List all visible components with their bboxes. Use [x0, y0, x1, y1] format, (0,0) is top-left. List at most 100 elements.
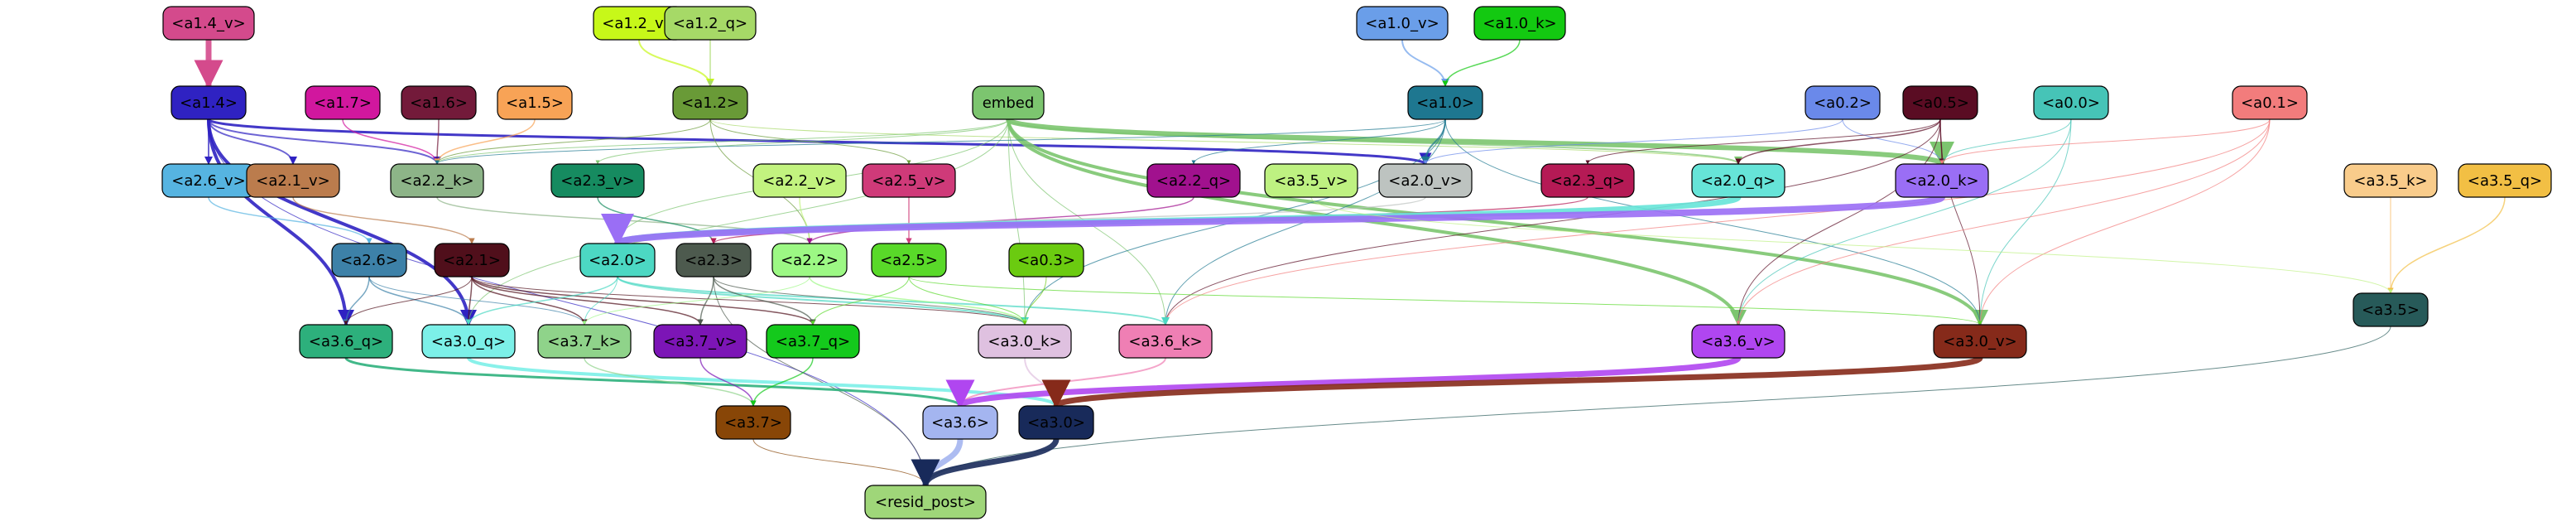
node-a2-2[interactable]: <a2.2> [771, 243, 848, 277]
node-a2-0-v[interactable]: <a2.0_v> [1378, 163, 1473, 198]
node-label: <a3.7_q> [776, 333, 850, 350]
edge-a2.6-to-a3.6_q [343, 276, 370, 326]
node-a2-3-q[interactable]: <a2.3_q> [1540, 163, 1635, 198]
node-label: <a0.5> [1911, 94, 1969, 112]
node-embed[interactable]: embed [972, 85, 1045, 120]
node-a2-3-v[interactable]: <a2.3_v> [550, 163, 645, 198]
node-box [715, 405, 791, 440]
node-a3-6-q[interactable]: <a3.6_q> [299, 324, 393, 359]
node-a3-0[interactable]: <a3.0> [1018, 405, 1094, 440]
node-a1-2-v[interactable]: <a1.2_v> [593, 6, 685, 41]
node-a0-1[interactable]: <a0.1> [2232, 85, 2308, 120]
node-a3-0-q[interactable]: <a3.0_q> [421, 324, 516, 359]
edge-a3.7_k-to-a3.7 [584, 357, 757, 407]
node-resid-post[interactable]: <resid_post> [864, 485, 987, 519]
node-a3-7-k[interactable]: <a3.7_k> [537, 324, 632, 359]
node-a1-7[interactable]: <a1.7> [305, 85, 381, 120]
node-a2-2-k[interactable]: <a2.2_k> [390, 163, 484, 198]
edge-a0.0-to-a3.6_v [1736, 118, 2072, 326]
edge-a2.0-to-a3.0_k [617, 276, 1029, 326]
node-a1-2-q[interactable]: <a1.2_q> [664, 6, 757, 41]
node-a0-0[interactable]: <a0.0> [2033, 85, 2109, 120]
node-a0-3[interactable]: <a0.3> [1008, 243, 1084, 277]
node-a1-0[interactable]: <a1.0> [1407, 85, 1483, 120]
node-a1-2[interactable]: <a1.2> [672, 85, 748, 120]
node-box [1805, 85, 1881, 120]
node-box [537, 324, 632, 359]
edge-a1.5-to-a2.2_k [434, 118, 536, 165]
node-a3-5-q[interactable]: <a3.5_q> [2458, 163, 2552, 198]
node-box [675, 243, 752, 277]
edge-a1.2_v-to-a1.2 [638, 39, 714, 87]
node-a1-0-k[interactable]: <a1.0_k> [1473, 6, 1566, 41]
node-a2-5-v[interactable]: <a2.5_v> [862, 163, 956, 198]
edge-a0.1-to-a2.0_k [1939, 118, 2271, 165]
node-a1-5[interactable]: <a1.5> [497, 85, 573, 120]
node-a3-5-k[interactable]: <a3.5_k> [2343, 163, 2438, 198]
node-a3-6[interactable]: <a3.6> [922, 405, 998, 440]
edge-a1.7-to-a2.2_k [342, 118, 440, 165]
node-label: <a2.5> [880, 252, 938, 269]
edge-a1.4-to-a2.2_k [208, 118, 441, 165]
edge-a2.1-to-a3.6_q [344, 276, 473, 326]
node-a1-4-v[interactable]: <a1.4_v> [162, 6, 255, 41]
node-a2-2-v[interactable]: <a2.2_v> [752, 163, 847, 198]
edge-a2.0-to-a3.6_k [617, 276, 1170, 326]
node-a3-5-v[interactable]: <a3.5_v> [1264, 163, 1358, 198]
node-label: <a2.2_q> [1156, 172, 1231, 190]
edge-embed-to-a3.0_v [1007, 118, 1988, 326]
node-a2-2-q[interactable]: <a2.2_q> [1146, 163, 1241, 198]
node-label: <a2.6> [340, 252, 398, 269]
node-a1-0-v[interactable]: <a1.0_v> [1356, 6, 1449, 41]
edge-a2.1-to-a3.7_k [471, 276, 588, 326]
node-box [246, 163, 340, 198]
node-a2-3[interactable]: <a2.3> [675, 243, 752, 277]
node-a2-0-q[interactable]: <a2.0_q> [1691, 163, 1785, 198]
node-a3-7-q[interactable]: <a3.7_q> [766, 324, 860, 359]
edge-a1.2-to-a2.2_k [435, 118, 711, 165]
node-a3-0-k[interactable]: <a3.0_k> [978, 324, 1072, 359]
node-label: <a1.5> [506, 94, 564, 112]
node-a0-5[interactable]: <a0.5> [1902, 85, 1978, 120]
edge-a1.0_v-to-a1.0 [1401, 39, 1449, 87]
edge-a2.3-to-resid_post [713, 276, 928, 486]
edge-a3.0-to-resid_post [911, 437, 1060, 489]
edge-embed-to-a2.3_v [595, 118, 1009, 165]
node-a2-1[interactable]: <a2.1> [434, 243, 510, 277]
node-a3-6-k[interactable]: <a3.6_k> [1118, 324, 1213, 359]
node-a1-4[interactable]: <a1.4> [171, 85, 247, 120]
node-label: <a3.6> [931, 414, 989, 432]
node-a3-5[interactable]: <a3.5> [2353, 292, 2429, 327]
node-box [1146, 163, 1241, 198]
node-a3-7-v[interactable]: <a3.7_v> [653, 324, 747, 359]
node-a2-6-v[interactable]: <a2.6_v> [161, 163, 256, 198]
node-box [752, 163, 847, 198]
node-a2-1-v[interactable]: <a2.1_v> [246, 163, 340, 198]
edge-a2.2-to-a3.0_k [809, 276, 1028, 326]
node-box [2458, 163, 2552, 198]
edge-a2.3-to-a3.7_q [713, 276, 816, 326]
node-box [299, 324, 393, 359]
node-a0-2[interactable]: <a0.2> [1805, 85, 1881, 120]
node-label: <a3.6_v> [1701, 333, 1775, 350]
node-a2-0[interactable]: <a2.0> [579, 243, 656, 277]
node-a2-6[interactable]: <a2.6> [331, 243, 407, 277]
node-a2-5[interactable]: <a2.5> [871, 243, 947, 277]
node-box [305, 85, 381, 120]
edge-a0.3-to-a3.0_k [1022, 276, 1047, 326]
node-label: <a1.0_k> [1483, 15, 1556, 32]
edge-a1.0-to-a3.0_v [1444, 118, 1982, 326]
edge-a2.2-to-a3.7_k [582, 276, 810, 326]
node-a3-0-v[interactable]: <a3.0_v> [1933, 324, 2027, 359]
node-label: <a2.2_k> [400, 172, 473, 190]
node-a3-6-v[interactable]: <a3.6_v> [1691, 324, 1785, 359]
edge-a3.5_v-to-a3.5 [1310, 196, 2393, 294]
node-a1-6[interactable]: <a1.6> [401, 85, 477, 120]
edge-a3.7-to-resid_post [752, 438, 928, 486]
node-label: embed [983, 94, 1035, 112]
edge-a2.2_v-to-a2.2 [799, 196, 813, 244]
node-a2-0-k[interactable]: <a2.0_k> [1895, 163, 1989, 198]
node-label: <a2.3_v> [560, 172, 634, 190]
node-box [1264, 163, 1358, 198]
node-a3-7[interactable]: <a3.7> [715, 405, 791, 440]
